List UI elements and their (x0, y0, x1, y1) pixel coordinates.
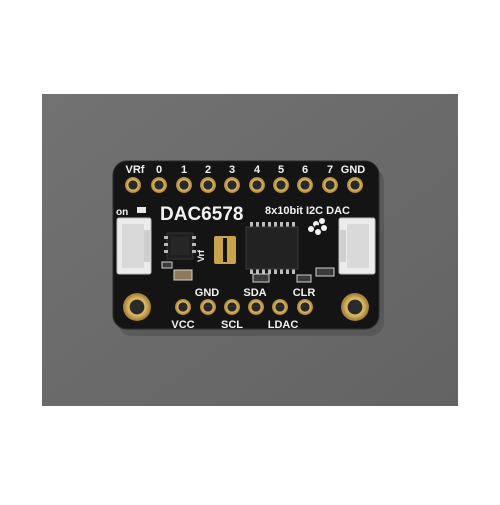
pin-label-0: 0 (156, 164, 162, 176)
vrf-small-label: Vrf (196, 249, 206, 262)
passive-components (161, 261, 335, 283)
pin-pad (175, 299, 191, 315)
mounting-hole-left (123, 293, 151, 321)
pin-label-3: 3 (229, 164, 235, 176)
pin-label-7: 7 (327, 164, 333, 176)
pin-pad (297, 299, 313, 315)
on-label: on (116, 207, 128, 218)
pin-pad (224, 177, 240, 193)
pin-label-vrf: VRf (126, 164, 145, 176)
pin-pad (248, 299, 264, 315)
mounting-hole-right (341, 293, 369, 321)
pin-pad (322, 177, 338, 193)
pin-label-6: 6 (302, 164, 308, 176)
top-pin-row (125, 177, 363, 193)
pin-pad (273, 177, 289, 193)
pin-label-sda: SDA (243, 287, 266, 299)
pin-label-vcc: VCC (171, 319, 194, 331)
power-led (137, 207, 146, 213)
pin-pad (125, 177, 141, 193)
pin-pad (347, 177, 363, 193)
main-chip (245, 222, 299, 274)
pin-pad (176, 177, 192, 193)
pin-pad (297, 177, 313, 193)
pin-pad (272, 299, 288, 315)
top-pin-labels: VRf 0 1 2 3 4 5 6 7 GND (126, 164, 366, 176)
pin-pad (249, 177, 265, 193)
solder-jumper (214, 236, 236, 264)
bottom-upper-labels: GND SDA CLR (195, 287, 316, 299)
pin-pad (224, 299, 240, 315)
board-title: DAC6578 (160, 204, 243, 225)
adafruit-logo (308, 218, 327, 235)
pin-pad (151, 177, 167, 193)
pin-label-gnd-bottom: GND (195, 287, 220, 299)
pin-pad (200, 299, 216, 315)
pin-label-clr: CLR (293, 287, 316, 299)
pin-label-1: 1 (181, 164, 187, 176)
pin-pad (200, 177, 216, 193)
board-subtitle: 8x10bit I2C DAC (265, 205, 350, 217)
bottom-lower-labels: VCC SCL LDAC (171, 319, 298, 331)
small-ic (164, 232, 196, 260)
left-stemma-connector (116, 217, 152, 275)
pin-label-4: 4 (254, 164, 261, 176)
pin-label-5: 5 (278, 164, 284, 176)
bottom-pin-row (175, 299, 313, 315)
pin-label-2: 2 (205, 164, 211, 176)
pin-label-scl: SCL (221, 319, 243, 331)
right-stemma-connector (338, 217, 376, 275)
pin-label-gnd: GND (341, 164, 366, 176)
pin-label-ldac: LDAC (268, 319, 299, 331)
